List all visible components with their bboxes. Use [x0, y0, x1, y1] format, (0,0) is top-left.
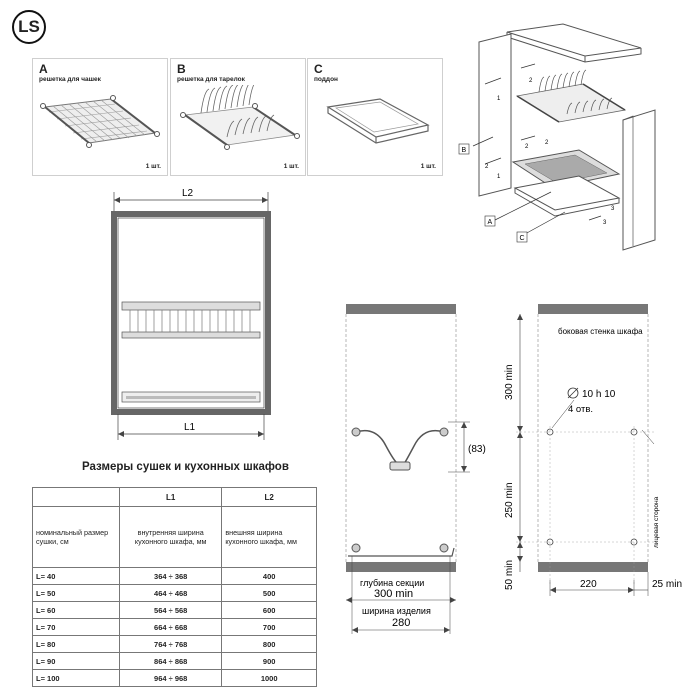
- part-card-b: B решетка для тарелок 1 шт.: [170, 58, 306, 176]
- dim-25: 25 min: [652, 579, 682, 590]
- part-quantity: 1 шт.: [420, 163, 436, 170]
- drip-tray-illustration: [326, 98, 430, 144]
- dim-250: 250 min: [504, 482, 515, 518]
- callout-label: A: [488, 219, 493, 226]
- table-header-outer: внешняя ширина кухонного шкафа, мм: [221, 506, 317, 568]
- step-number: 2: [525, 144, 529, 150]
- table-title: Размеры сушек и кухонных шкафов: [82, 461, 289, 473]
- cabinet-side-view: (83) глубина секции 300 min ширина издел…: [345, 304, 486, 634]
- dimension-l1: L1: [184, 422, 196, 433]
- side-wall-view: боковая стенка шкафа 10 h 10 4 отв. 300 …: [504, 304, 682, 596]
- cabinet-front-view: L2 L1: [111, 188, 271, 440]
- part-letter: C: [314, 62, 323, 76]
- part-name: поддон: [314, 76, 338, 83]
- width-value: 280: [392, 617, 410, 629]
- callout-label: C: [520, 235, 525, 242]
- depth-label: глубина секции: [360, 578, 424, 588]
- step-number: 3: [603, 220, 607, 226]
- part-card-c: C поддон 1 шт.: [307, 58, 443, 176]
- step-number: 2: [545, 140, 549, 146]
- dim-220: 220: [580, 579, 597, 590]
- hole-spec: 10 h 10: [582, 389, 616, 400]
- table-header-nominal: номинальный размер сушки, см: [31, 506, 121, 568]
- callout-label: B: [462, 147, 467, 154]
- hole-count: 4 отв.: [568, 404, 593, 415]
- dimension-l2: L2: [182, 188, 194, 199]
- step-number: 1: [497, 96, 501, 102]
- part-card-a: A решетка для чашек 1 шт.: [32, 58, 168, 176]
- dim-300: 300 min: [504, 364, 515, 400]
- table-header-l1: L1: [119, 487, 223, 507]
- part-quantity: 1 шт.: [283, 163, 299, 170]
- size-table: L1 L2 номинальный размер сушки, см внутр…: [31, 487, 317, 687]
- part-letter: B: [177, 62, 186, 76]
- part-name: решетка для тарелок: [177, 76, 245, 83]
- step-number: 3: [611, 206, 615, 212]
- step-number: 2: [485, 164, 489, 170]
- part-quantity: 1 шт.: [145, 163, 161, 170]
- depth-value: 300 min: [374, 588, 413, 600]
- table-header-l2: L2: [221, 487, 317, 507]
- cup-rack-illustration: [40, 95, 160, 148]
- step-number: 1: [497, 174, 501, 180]
- plate-rack-illustration: [180, 85, 300, 150]
- front-side-label: лицевая сторона: [653, 496, 660, 548]
- dim-50: 50 min: [504, 560, 515, 590]
- part-letter: A: [39, 62, 48, 76]
- part-name: решетка для чашек: [39, 76, 101, 83]
- brand-logo: LS: [12, 10, 46, 44]
- step-number: 2: [529, 78, 533, 84]
- width-label: ширина изделия: [362, 606, 431, 616]
- table-header-inner: внутренняя ширина кухонного шкафа, мм: [119, 506, 223, 568]
- table-header-empty: [31, 487, 121, 507]
- wall-title: боковая стенка шкафа: [558, 327, 643, 336]
- assembly-diagram: 1 2 2 1 2 2 3 3 B A C: [458, 23, 656, 251]
- hole-spacing-dim: (83): [468, 444, 486, 455]
